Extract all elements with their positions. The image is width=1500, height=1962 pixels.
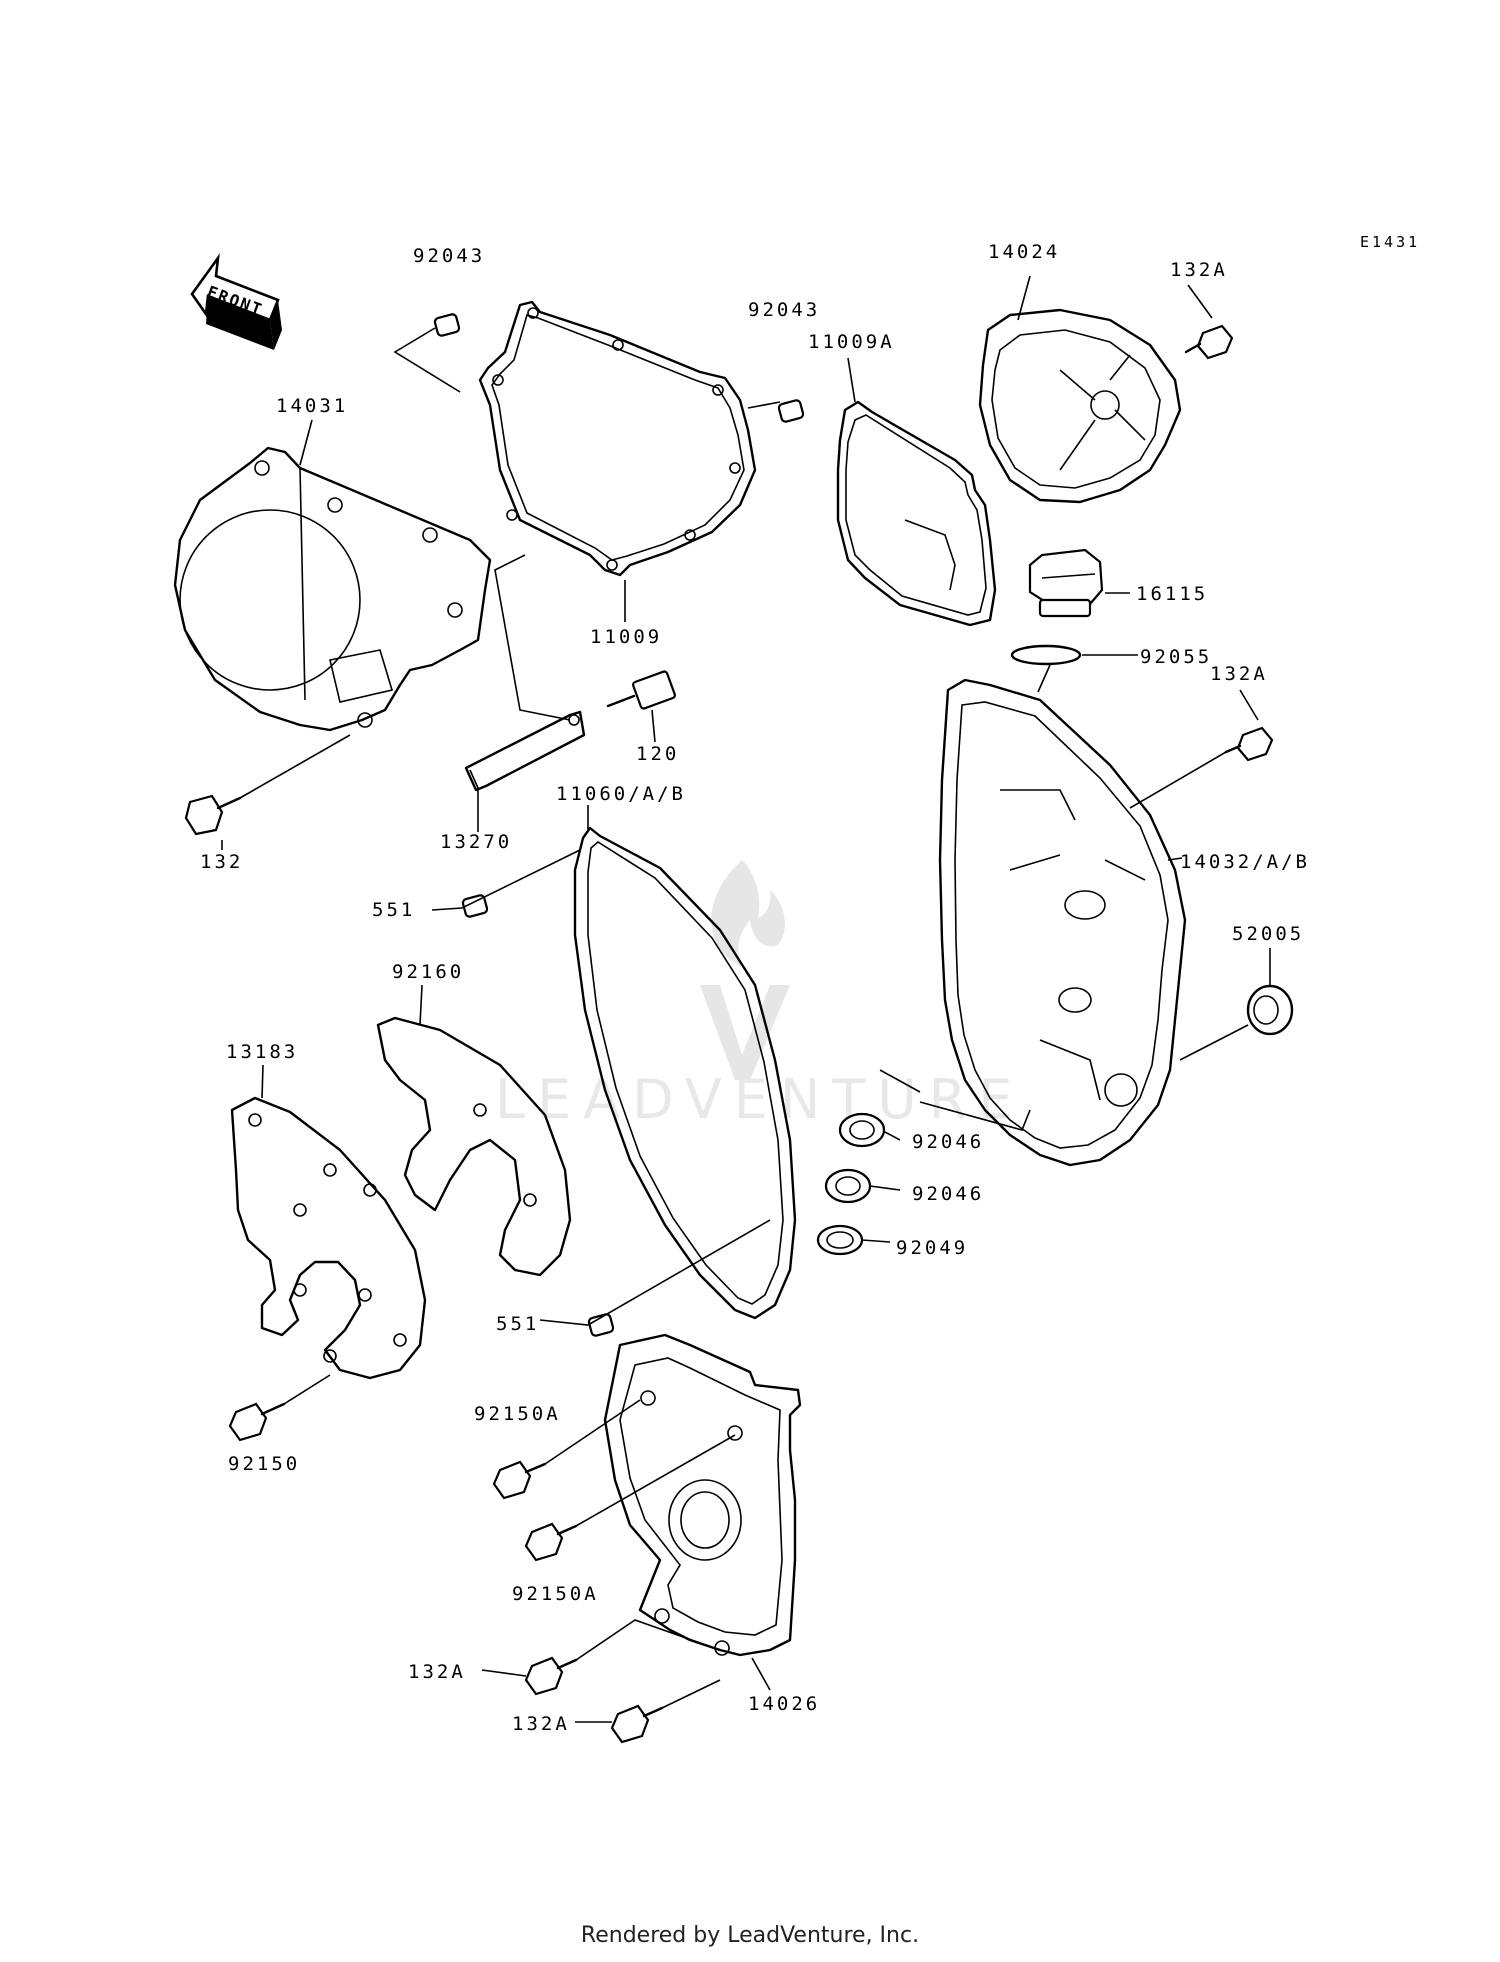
part-label: 92043 (413, 245, 485, 267)
part-label: 132A (512, 1713, 570, 1735)
bolt-132A-bottom-b (610, 1704, 664, 1744)
bearing-92046-b (824, 1168, 872, 1204)
part-labels: 92043 14024 132A 92043 11009A 14031 1100… (200, 241, 1310, 1735)
part-label: 551 (496, 1313, 539, 1335)
leader-lines (221, 275, 1271, 1723)
oil-seal-52005 (1246, 984, 1294, 1036)
part-label: 13270 (440, 831, 512, 853)
part-label: 13183 (226, 1041, 298, 1063)
dowel-551-top (461, 894, 489, 918)
part-label: 92046 (912, 1183, 984, 1205)
part-label: 14032/A/B (1180, 851, 1310, 873)
part-label: 11009A (808, 331, 895, 353)
bolt-92150A-lower (524, 1522, 578, 1562)
part-label: 52005 (1232, 923, 1304, 945)
clamp-13270 (464, 710, 586, 792)
part-label: 92046 (912, 1131, 984, 1153)
bolt-120 (606, 670, 676, 710)
clutch-cover-14024 (978, 308, 1182, 504)
part-label: 132A (1210, 663, 1268, 685)
plate-92160 (376, 1016, 572, 1277)
oil-cap-16115 (1028, 548, 1104, 618)
bearing-92046-a (838, 1112, 886, 1148)
crankcase-cover-14032 (938, 678, 1187, 1167)
part-label: 120 (636, 743, 679, 765)
part-label: 132A (408, 1661, 466, 1683)
bolt-132A-top (1184, 324, 1234, 360)
dowel-92043-left (433, 313, 461, 337)
bolt-92150 (228, 1402, 286, 1442)
part-label: 14031 (276, 395, 348, 417)
gasket-11060 (573, 826, 797, 1320)
part-label: 92150A (512, 1583, 599, 1605)
footer-credit: Rendered by LeadVenture, Inc. (580, 1923, 920, 1948)
dowel-92043-right (777, 399, 805, 423)
part-label: 132 (200, 851, 243, 873)
part-label: 14026 (748, 1693, 820, 1715)
part-label: 14024 (988, 241, 1060, 263)
dowel-551-bottom (587, 1313, 615, 1337)
bolt-92150A-upper (492, 1460, 547, 1500)
leadventure-watermark: LEADVENTURE (495, 860, 1024, 1131)
sprocket-cover-14026 (603, 1333, 802, 1657)
part-label: 11009 (590, 626, 662, 648)
generator-cover-14031 (173, 446, 492, 732)
bolt-132A-bottom-a (524, 1656, 578, 1696)
part-label: 92043 (748, 299, 820, 321)
part-label: 92150A (474, 1403, 561, 1425)
bolt-132A-right (1224, 726, 1274, 762)
watermark-text: LEADVENTURE (495, 1068, 1024, 1131)
part-label: 92049 (896, 1237, 968, 1259)
part-label: 92160 (392, 961, 464, 983)
part-label: 11060/A/B (556, 783, 686, 805)
part-label: 551 (372, 899, 415, 921)
o-ring-92055 (1010, 644, 1082, 666)
gasket-11009A (836, 400, 997, 627)
front-direction-arrow: FRONT (190, 253, 282, 350)
part-label: 132A (1170, 259, 1228, 281)
part-label: 92055 (1140, 646, 1212, 668)
bolt-132 (184, 794, 242, 836)
part-label: 16115 (1136, 583, 1208, 605)
diagram-code: E1431 (1360, 233, 1420, 251)
part-label: 92150 (228, 1453, 300, 1475)
bearing-92049 (816, 1224, 864, 1256)
gasket-11009 (478, 300, 757, 577)
plate-13183 (230, 1096, 427, 1380)
